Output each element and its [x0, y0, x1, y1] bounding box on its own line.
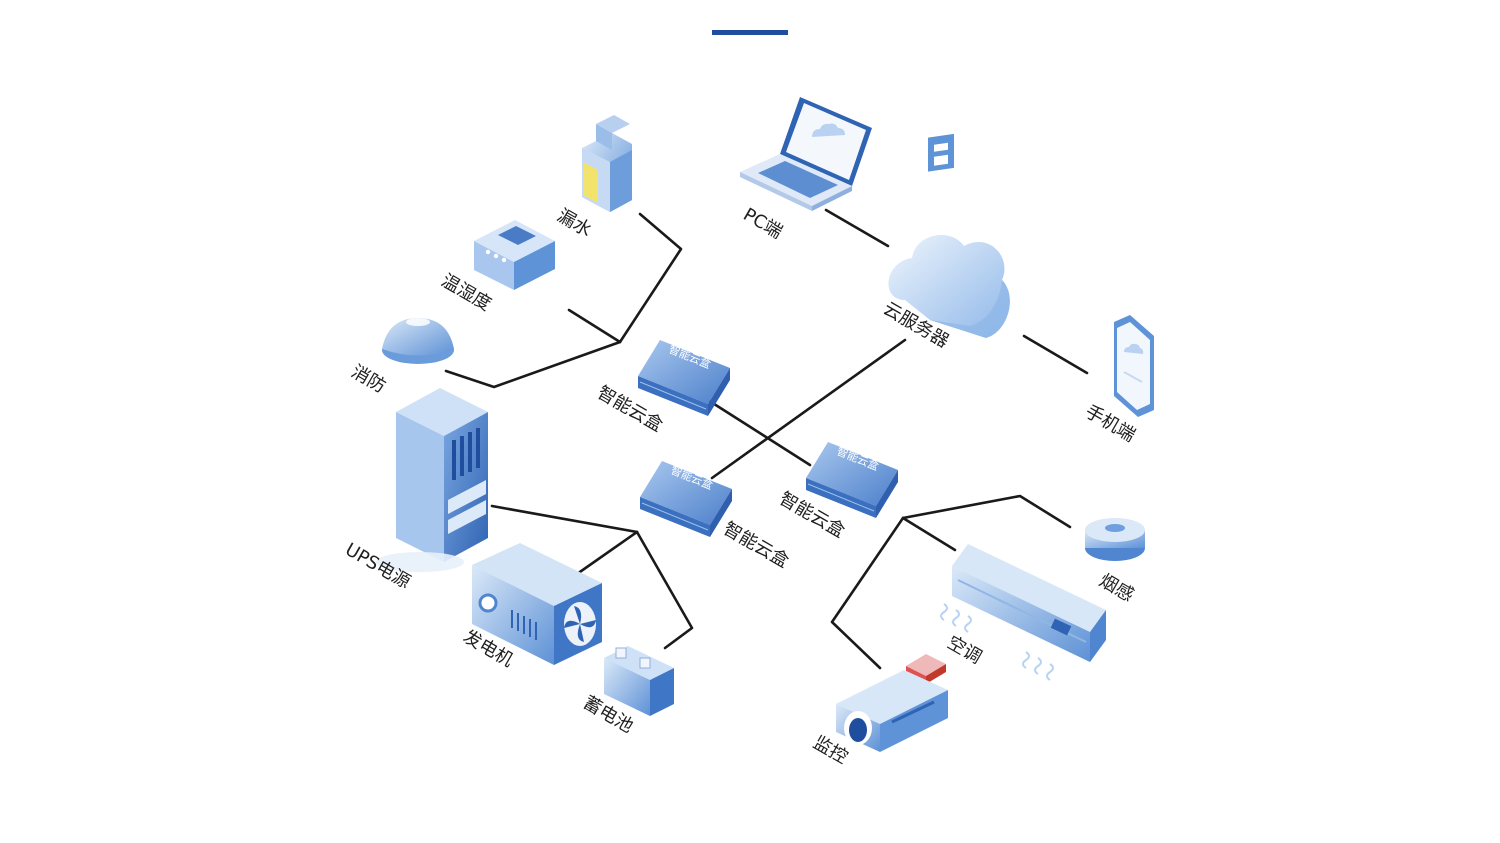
generator-icon [472, 543, 602, 665]
label-smoke: 烟感 [1096, 570, 1138, 606]
laptop-icon [740, 97, 872, 211]
label-box-c: 智能云盒 [720, 518, 793, 572]
connection-lines [444, 208, 1089, 670]
wire-generator [575, 530, 639, 576]
wire-aircon [901, 516, 957, 552]
label-pc: PC端 [740, 204, 786, 243]
label-leak: 漏水 [554, 205, 596, 241]
label-monitor: 监控 [810, 732, 852, 768]
label-fire: 消防 [348, 361, 390, 397]
wire-cloud-mobile [1022, 334, 1089, 375]
title-accent-bar [712, 30, 788, 35]
wire-battery [635, 530, 694, 650]
aircon-icon [940, 544, 1106, 681]
temp-humidity-icon [474, 220, 555, 290]
wire-boxa-boxb [698, 393, 812, 467]
smoke-detector-icon [1085, 518, 1145, 561]
camera-icon [836, 654, 948, 752]
leak-sensor-icon [582, 115, 632, 212]
wire-fire [444, 340, 622, 389]
mobile-phone-icon [1114, 315, 1154, 417]
cloud-server-icon [888, 133, 1010, 338]
wire-ups [490, 504, 639, 534]
smart-box-b-icon: 智能云盒 [806, 442, 898, 518]
wire-temp [567, 308, 622, 344]
wire-monitor [830, 516, 905, 670]
fire-detector-icon [382, 318, 454, 364]
label-temp-humidity: 温湿度 [438, 270, 495, 315]
wire-cloud-boxc [710, 338, 907, 480]
wire-smoke [901, 494, 1072, 529]
ups-rack-icon [376, 388, 488, 572]
wire-pc-cloud [824, 208, 890, 248]
battery-icon [604, 646, 674, 716]
wire-leak [618, 212, 683, 344]
label-aircon: 空调 [944, 632, 986, 668]
